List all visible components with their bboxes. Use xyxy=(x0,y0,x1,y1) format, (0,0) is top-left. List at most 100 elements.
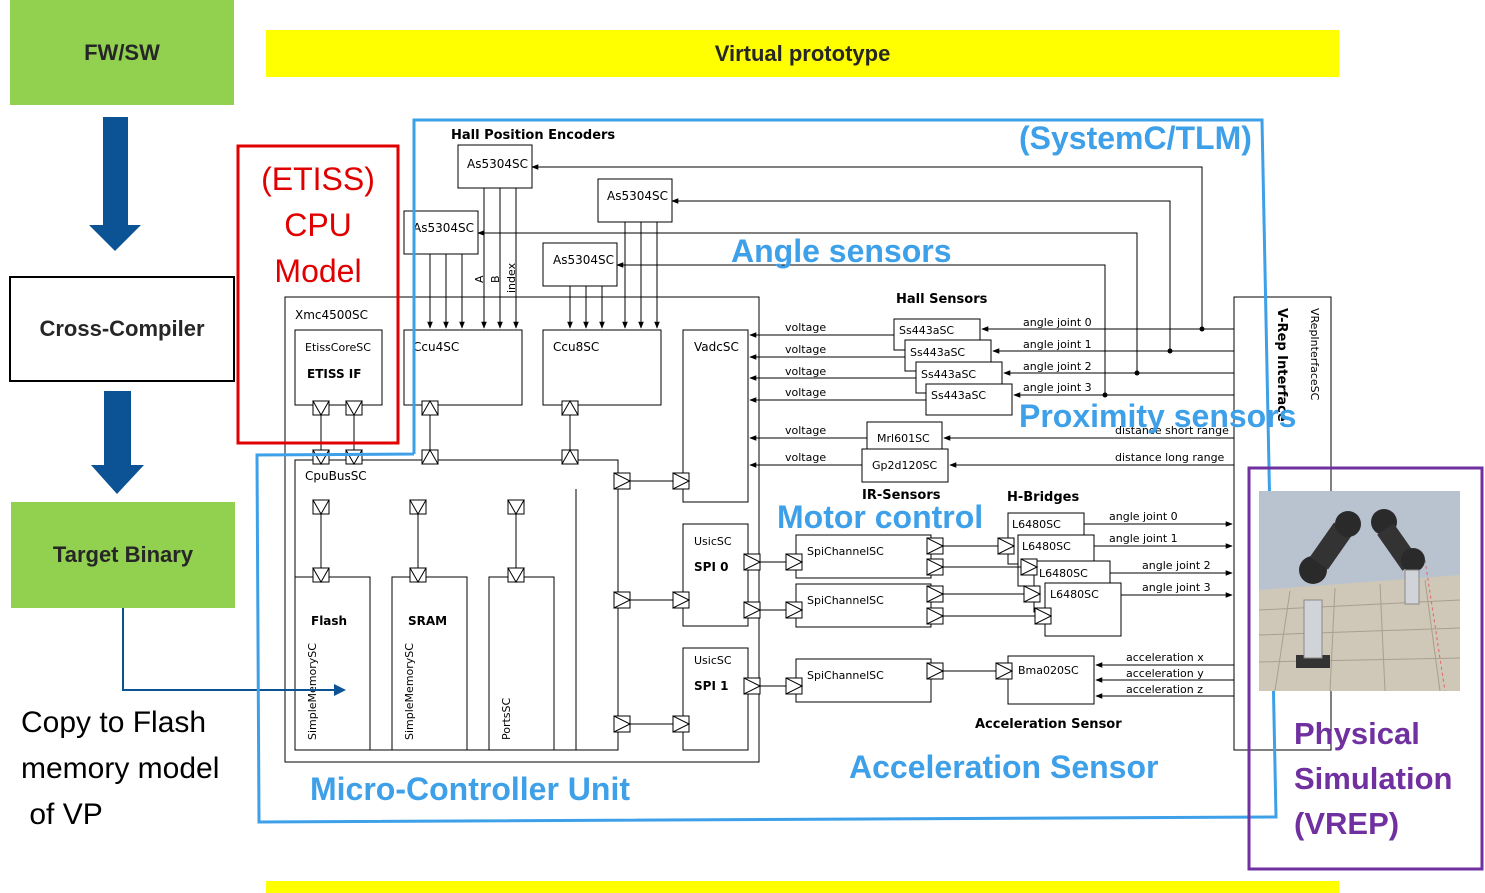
spi-channel-3-label: SpiChannelSC xyxy=(807,669,884,682)
usic1-box xyxy=(682,647,749,751)
flow-arrows xyxy=(89,117,144,494)
flash-box xyxy=(294,576,371,751)
vadc-box xyxy=(682,329,749,503)
hall-sensor-4-label: Ss443aSC xyxy=(931,389,986,402)
h-bridge-1-label: L6480SC xyxy=(1012,518,1061,531)
bottom-banner xyxy=(266,881,1339,893)
cpubus-label: CpuBusSC xyxy=(305,469,367,483)
usic1-label: UsicSC xyxy=(694,654,732,667)
h-bridge-4 xyxy=(1044,582,1122,637)
xmc-label: Xmc4500SC xyxy=(295,308,368,322)
ccu4-label: Ccu4SC xyxy=(413,340,459,354)
ir-sensors-label: IR-Sensors xyxy=(862,488,941,503)
angle-joint-1-bottom-label: angle joint 1 xyxy=(1109,532,1178,545)
angle-joint-3-top-label: angle joint 3 xyxy=(1023,381,1092,394)
acceleration-sensor-label: Acceleration Sensor xyxy=(849,749,1159,785)
spi-channel-1-label: SpiChannelSC xyxy=(807,545,884,558)
etiss-core-label: EtissCoreSC xyxy=(305,341,371,354)
bma020-box xyxy=(1007,655,1095,705)
encoder-1 xyxy=(457,144,533,189)
mrl601-label: Mrl601SC xyxy=(877,432,930,445)
accel-z-label: acceleration z xyxy=(1126,683,1203,696)
accel-sensor-small-label: Acceleration Sensor xyxy=(975,717,1122,732)
etiss-cpu-frame xyxy=(236,144,400,445)
cross-compiler-box: Cross-Compiler xyxy=(9,276,235,382)
usic0-box xyxy=(682,523,749,627)
systemc-tlm-label: (SystemC/TLM) xyxy=(1019,120,1252,156)
vrep-frame xyxy=(1247,466,1484,871)
hall-position-encoders-label: Hall Position Encoders xyxy=(451,128,615,143)
h-bridge-3-label: L6480SC xyxy=(1039,567,1088,580)
physical-simulation-line3: (VREP) xyxy=(1294,806,1400,841)
encoder-1-label: As5304SC xyxy=(467,157,528,171)
angle-joint-3-bottom-label: angle joint 3 xyxy=(1142,581,1211,594)
encoder-3 xyxy=(403,210,479,255)
sram-box xyxy=(391,576,468,751)
fw-sw-label: FW/SW xyxy=(84,39,160,65)
mcu-outline xyxy=(284,296,760,763)
virtual-prototype-title: Virtual prototype xyxy=(714,40,891,66)
encoder-2-label: As5304SC xyxy=(607,189,668,203)
micro-controller-unit-label: Micro-Controller Unit xyxy=(310,771,630,807)
target-binary-box: Target Binary xyxy=(11,502,235,608)
hall-sensors-label: Hall Sensors xyxy=(896,292,988,307)
hall-sensor-1-label: Ss443aSC xyxy=(899,324,954,337)
spi-channel-2-label: SpiChannelSC xyxy=(807,594,884,607)
ccu8-box xyxy=(542,329,662,406)
angle-joint-2-bottom-label: angle joint 2 xyxy=(1142,559,1211,572)
flash-simple-memory-label: SimpleMemorySC xyxy=(306,643,319,740)
voltage-1-label: voltage xyxy=(785,321,826,334)
flash-label: Flash xyxy=(311,614,347,628)
etiss-label-line2: CPU xyxy=(284,207,352,243)
signal-a-label: A xyxy=(473,275,486,283)
physical-simulation-line1: Physical xyxy=(1294,716,1420,751)
encoder-3-label: As5304SC xyxy=(413,221,474,235)
copy-label-3: of VP xyxy=(21,798,103,831)
h-bridge-2-label: L6480SC xyxy=(1022,540,1071,553)
voltage-4-label: voltage xyxy=(785,386,826,399)
copy-label-2: memory model xyxy=(21,752,220,785)
bma020-label: Bma020SC xyxy=(1018,664,1079,677)
ports-label: PortsSC xyxy=(500,697,513,740)
spi0-label: SPI 0 xyxy=(694,560,728,574)
vrep-interface-label: V-Rep Interface xyxy=(1274,308,1289,422)
sram-label: SRAM xyxy=(408,614,447,628)
angle-sensors-label: Angle sensors xyxy=(731,233,952,269)
gp2d120-label: Gp2d120SC xyxy=(872,459,937,472)
ccu4-box xyxy=(403,329,523,406)
voltage-5-label: voltage xyxy=(785,424,826,437)
sram-simple-memory-label: SimpleMemorySC xyxy=(403,643,416,740)
angle-joint-1-top-label: angle joint 1 xyxy=(1023,338,1092,351)
encoder-4-label: As5304SC xyxy=(553,253,614,267)
distance-short-label: distance short range xyxy=(1115,424,1229,437)
hall-sensor-3-label: Ss443aSC xyxy=(921,368,976,381)
angle-joint-0-top-label: angle joint 0 xyxy=(1023,316,1092,329)
copy-label-1: Copy to Flash xyxy=(21,706,207,739)
h-bridges-label: H-Bridges xyxy=(1007,490,1079,505)
systemc-frame xyxy=(255,118,1278,824)
cpubus-box xyxy=(294,459,619,751)
copy-to-flash-arrow xyxy=(122,608,334,691)
cross-compiler-label: Cross-Compiler xyxy=(39,316,205,341)
robot-arm-simulation-image xyxy=(1258,491,1461,692)
etiss-label-line3: Model xyxy=(274,253,362,289)
motor-control-label: Motor control xyxy=(777,499,984,535)
down-arrow-1 xyxy=(89,117,141,251)
h-bridge-4-label: L6480SC xyxy=(1050,588,1099,601)
accel-y-label: acceleration y xyxy=(1126,667,1204,680)
signal-b-label: B xyxy=(489,275,502,283)
encoder-2 xyxy=(597,178,673,223)
etiss-core-box xyxy=(294,329,383,406)
ports-box xyxy=(488,576,555,751)
physical-simulation-line2: Simulation xyxy=(1294,761,1453,796)
angle-joint-2-top-label: angle joint 2 xyxy=(1023,360,1092,373)
down-arrow-2 xyxy=(91,391,144,494)
accel-x-label: acceleration x xyxy=(1126,651,1204,664)
virtual-prototype-banner: Virtual prototype xyxy=(266,30,1339,77)
ccu8-label: Ccu8SC xyxy=(553,340,599,354)
hall-sensor-2-label: Ss443aSC xyxy=(910,346,965,359)
distance-long-label: distance long range xyxy=(1115,451,1225,464)
vrep-interface-sc-label: VRepInterfaceSC xyxy=(1308,308,1321,401)
spi1-label: SPI 1 xyxy=(694,679,728,693)
